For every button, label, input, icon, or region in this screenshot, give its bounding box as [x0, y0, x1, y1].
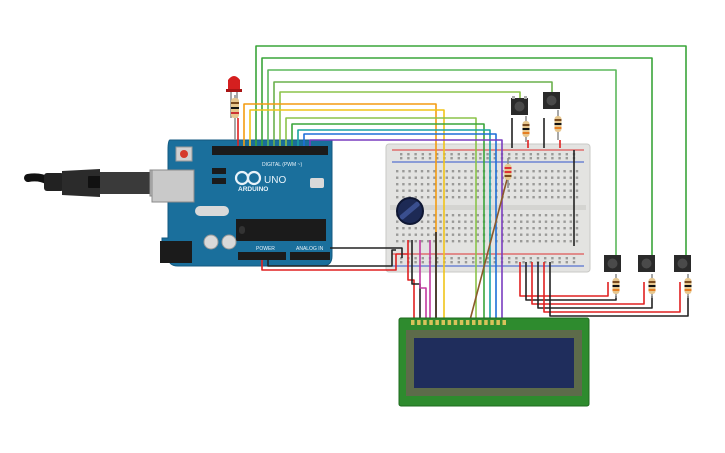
- usb-jack: [151, 169, 195, 203]
- arduino-model: UNO: [264, 175, 286, 186]
- pushbutton[interactable]: [604, 255, 621, 272]
- pushbutton[interactable]: [638, 255, 655, 272]
- usb-cable[interactable]: [24, 169, 173, 197]
- pushbutton[interactable]: [674, 255, 691, 272]
- capacitor: [203, 234, 219, 250]
- lcd-pin-header: [411, 320, 506, 325]
- arduino-logo: ARDUINO UNO: [234, 170, 286, 193]
- crystal: [195, 206, 229, 216]
- resistor[interactable]: [231, 95, 239, 140]
- resistor[interactable]: [554, 110, 562, 140]
- analog-header-label: ANALOG IN: [296, 246, 324, 252]
- resistor[interactable]: [522, 116, 530, 142]
- pushbutton[interactable]: [543, 92, 560, 109]
- pushbutton[interactable]: [511, 96, 528, 115]
- resistor[interactable]: [504, 158, 512, 188]
- power-header-label: POWER: [256, 246, 275, 252]
- resistor[interactable]: [612, 274, 620, 298]
- lcd-screen: [414, 338, 574, 388]
- lcd-16x2[interactable]: [398, 317, 590, 407]
- wires[interactable]: [237, 45, 689, 321]
- atmega-chip: [236, 219, 326, 241]
- analog-header: [290, 252, 330, 260]
- power-header: [238, 252, 286, 260]
- digital-header: [212, 146, 328, 155]
- resistor[interactable]: [684, 274, 692, 298]
- dc-jack: [160, 241, 192, 263]
- capacitor: [221, 234, 237, 250]
- digital-header-label: DIGITAL (PWM ~): [262, 162, 302, 168]
- arduino-uno-board[interactable]: DIGITAL (PWM ~) ARDUINO UNO POWER ANALOG…: [151, 139, 333, 267]
- potentiometer[interactable]: [396, 197, 424, 225]
- reset-button[interactable]: [180, 150, 188, 158]
- resistor[interactable]: [648, 274, 656, 298]
- arduino-brand: ARDUINO: [238, 186, 268, 193]
